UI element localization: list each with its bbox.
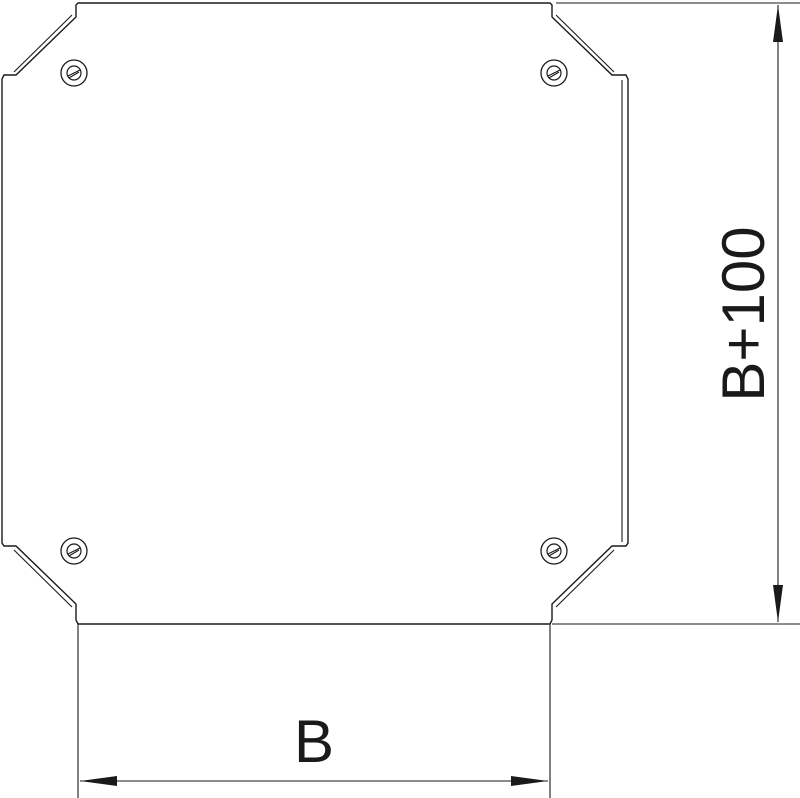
width-arrow-right <box>511 776 548 786</box>
cover-plate-outline <box>1 2 629 625</box>
screw-top-right <box>540 59 568 87</box>
corner-bend-lines <box>13 14 623 608</box>
height-label: B+100 <box>710 226 777 401</box>
width-dimension <box>77 624 551 798</box>
screw-bottom-right <box>540 537 568 565</box>
width-arrow-left <box>80 776 117 786</box>
width-label: B <box>294 708 334 775</box>
height-arrow-bottom <box>773 585 783 622</box>
height-dimension <box>552 2 800 625</box>
screw-top-left <box>60 59 88 87</box>
height-arrow-top <box>773 5 783 42</box>
screw-bottom-left <box>60 537 88 565</box>
